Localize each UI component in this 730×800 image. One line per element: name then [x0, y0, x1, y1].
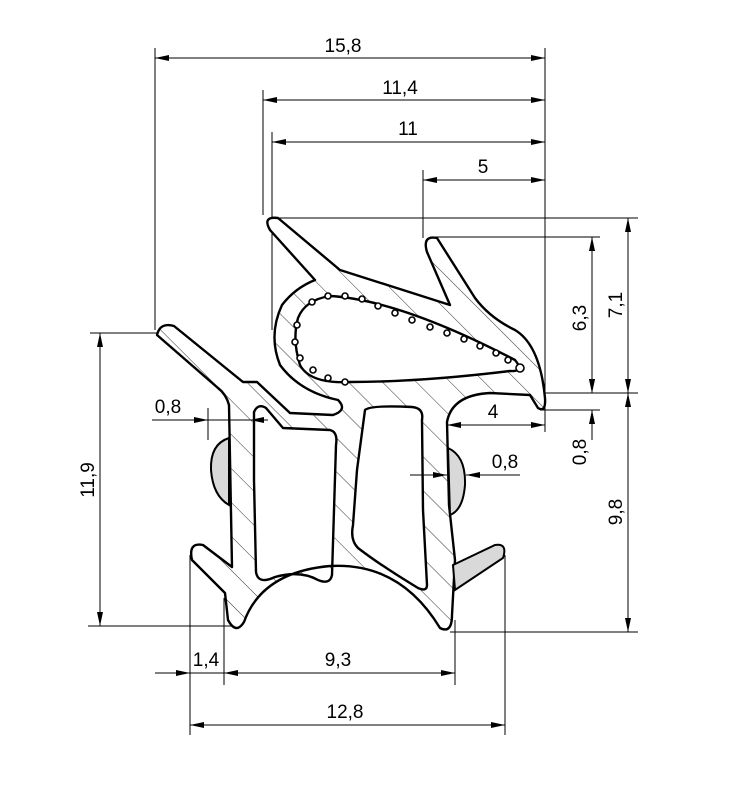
dim-inner-wall: 0,8 — [492, 452, 518, 473]
seal-profile-section — [155, 216, 547, 631]
dim-lower-height: 9,8 — [606, 499, 627, 525]
right-fin — [451, 543, 506, 592]
right-bead — [446, 446, 467, 517]
left-bead — [209, 436, 230, 507]
tube-serrations — [291, 292, 525, 386]
dimension-labels: 15,8 11,4 11 5 6,3 7,1 9,8 0,8 11,9 0,8 … — [78, 36, 627, 723]
dim-top-height: 7,1 — [606, 292, 627, 318]
dim-top-width-a: 11,4 — [382, 78, 418, 99]
dim-overall-width: 15,8 — [325, 36, 362, 57]
dim-top-width-b: 11 — [398, 119, 418, 140]
dimension-lines — [97, 55, 631, 728]
dim-lip-height: 6,3 — [570, 305, 591, 331]
dim-bottom-mid: 9,3 — [325, 650, 351, 671]
dim-top-lip: 5 — [478, 157, 489, 178]
dim-left-height: 11,9 — [78, 462, 99, 498]
dim-bottom-width: 12,8 — [327, 702, 364, 723]
dim-left-wall: 0,8 — [155, 397, 181, 418]
dim-bottom-left: 1,4 — [193, 650, 220, 671]
insert-lips — [209, 436, 506, 592]
dim-right-step: 4 — [488, 402, 499, 423]
dim-right-thickness: 0,8 — [570, 439, 591, 465]
